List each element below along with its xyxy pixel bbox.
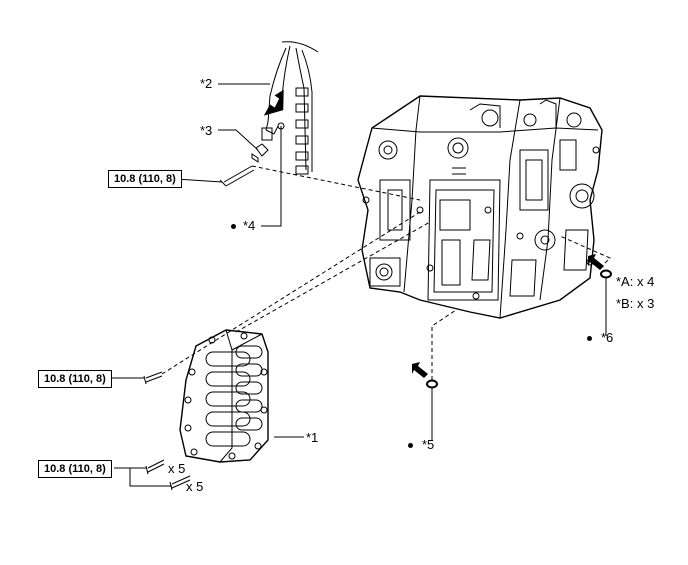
- callout-valve-body: *1: [306, 430, 319, 445]
- legend-a: *A: x 4: [616, 274, 655, 289]
- valve-body-illustration: [179, 329, 269, 463]
- legend-b: *B: x 3: [616, 296, 655, 311]
- transaxle-case-illustration: [357, 95, 603, 319]
- harness-clamp-illustration: [251, 143, 269, 163]
- callout-wire-harness: *2: [200, 76, 213, 91]
- o-ring-illustrations: [426, 269, 612, 389]
- callout-4: *4: [243, 218, 256, 233]
- callout-clamp: *3: [200, 123, 213, 138]
- callout-5: *5: [422, 437, 435, 452]
- install-arrows: [263, 89, 604, 378]
- bullet-dot-4: [231, 224, 236, 229]
- torque-spec-box: 10.8 (110, 8): [108, 170, 182, 188]
- bolt-quantity: x 5: [168, 461, 186, 476]
- bolt-illustrations: [143, 165, 255, 491]
- torque-spec-box: 10.8 (110, 8): [38, 460, 112, 478]
- bullet-dot-5: [408, 443, 413, 448]
- bolt-quantity: x 5: [186, 479, 204, 494]
- alignment-lines: [161, 165, 611, 380]
- torque-spec-box: 10.8 (110, 8): [38, 370, 112, 388]
- bullet-dot-6: [587, 336, 592, 341]
- callout-6: *6: [601, 330, 614, 345]
